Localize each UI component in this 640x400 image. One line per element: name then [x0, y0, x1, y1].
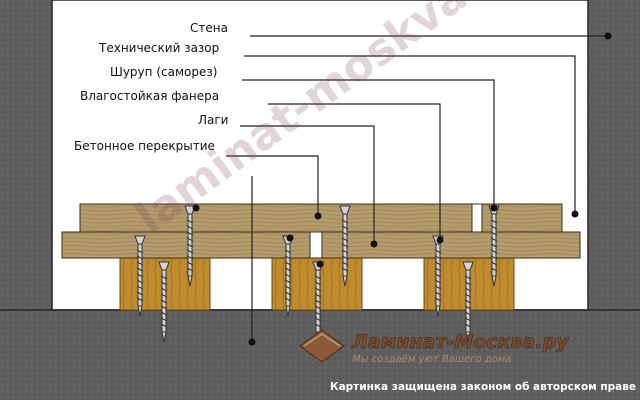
plywood-gap-upper — [471, 203, 483, 233]
label-slab: Бетонное перекрытие — [74, 139, 215, 153]
leader-slab — [226, 155, 319, 216]
right-wall — [588, 0, 640, 310]
leader-dots — [192, 32, 612, 346]
leader-gap — [244, 55, 576, 214]
leader-lines — [226, 35, 608, 340]
logo-name: Ламинат-Москва.ру — [351, 331, 570, 353]
logo-slogan: Мы создаём уют Вашего дома — [352, 354, 511, 365]
leader-plywood — [268, 103, 441, 240]
label-joists: Лаги — [198, 113, 228, 127]
label-plywood: Влагостойкая фанера — [80, 89, 219, 103]
copyright: Картинка защищена законом об авторском п… — [330, 381, 640, 393]
logo: Ламинат-Москва.ру Мы создаём уют Вашего … — [299, 329, 570, 365]
leader-joists — [240, 125, 375, 244]
plywood-gap-lower — [309, 231, 323, 259]
leader-screw — [242, 79, 495, 206]
logo-diamond-icon — [299, 329, 345, 363]
label-screw: Шуруп (саморез) — [110, 65, 217, 79]
label-gap: Технический зазор — [98, 41, 219, 55]
label-wall: Стена — [190, 21, 228, 35]
left-wall — [0, 0, 52, 310]
